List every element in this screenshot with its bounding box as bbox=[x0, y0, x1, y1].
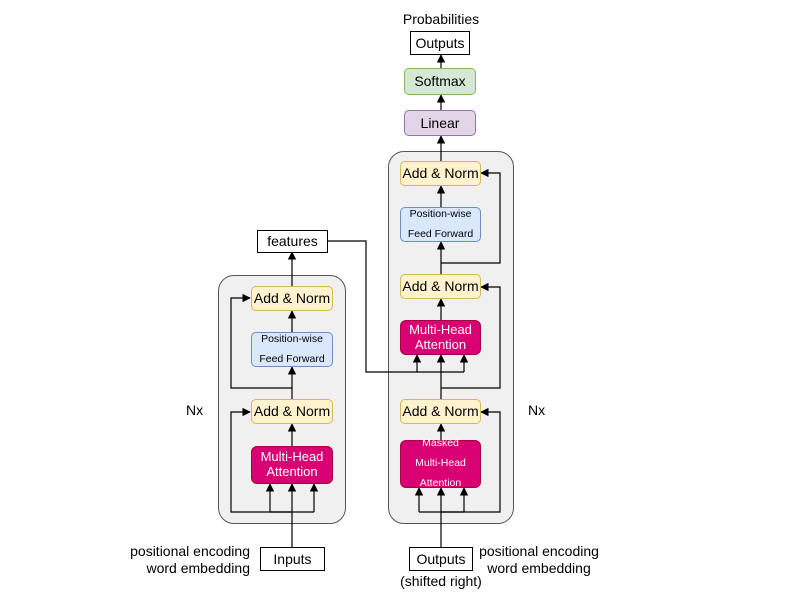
decoder-embedding-label: positional encoding word embedding bbox=[476, 543, 602, 577]
decoder-masked-line3: Attention bbox=[419, 476, 462, 489]
decoder-masked-line2: Multi-Head bbox=[415, 457, 466, 470]
encoder-add-norm-bottom: Add & Norm bbox=[251, 399, 333, 424]
outputs-box-bottom: Outputs bbox=[409, 547, 473, 571]
decoder-add-norm-bottom: Add & Norm bbox=[400, 399, 481, 424]
linear-box: Linear bbox=[404, 110, 476, 136]
dec-residual-2 bbox=[441, 282, 501, 389]
dec-residual-1 bbox=[441, 407, 501, 513]
encoder-multi-head-attention: Multi-Head Attention bbox=[251, 446, 333, 484]
softmax-box: Softmax bbox=[404, 68, 476, 95]
decoder-embed-line2: word embedding bbox=[487, 559, 591, 576]
encoder-feed-forward: Position-wise Feed Forward bbox=[251, 332, 333, 367]
decoder-masked-line1: Masked bbox=[422, 437, 459, 450]
encoder-mha-line2: Attention bbox=[266, 464, 318, 479]
encoder-embed-line2: word embedding bbox=[146, 559, 250, 576]
decoder-nx-label: Nx bbox=[528, 402, 546, 418]
features-box: features bbox=[257, 230, 328, 253]
decoder-embed-line1: positional encoding bbox=[479, 543, 599, 559]
dec-residual-3 bbox=[441, 168, 501, 264]
enc-residual-1 bbox=[230, 407, 292, 513]
decoder-feed-forward: Position-wise Feed Forward bbox=[400, 207, 481, 242]
decoder-ffn-line2: Feed Forward bbox=[407, 227, 474, 240]
decoder-add-norm-top: Add & Norm bbox=[400, 161, 481, 186]
decoder-add-norm-mid: Add & Norm bbox=[400, 274, 481, 299]
encoder-embed-line1: positional encoding bbox=[130, 543, 250, 559]
decoder-multi-head-attention: Multi-Head Attention bbox=[400, 320, 481, 355]
encoder-add-norm-top: Add & Norm bbox=[251, 286, 333, 311]
encoder-nx-label: Nx bbox=[186, 402, 204, 418]
enc-residual-2 bbox=[230, 293, 292, 389]
decoder-mha-line2: Attention bbox=[414, 336, 467, 352]
decoder-masked-multi-head-attention: Masked Multi-Head Attention bbox=[400, 437, 481, 489]
decoder-mha-line1: Multi-Head bbox=[409, 321, 472, 337]
features-to-decoder bbox=[328, 240, 464, 373]
shifted-right-label: (shifted right) bbox=[400, 573, 482, 589]
encoder-ffn-line1: Position-wise bbox=[261, 332, 323, 345]
decoder-ffn-line1: Position-wise bbox=[409, 207, 472, 220]
outputs-box-top: Outputs bbox=[410, 31, 470, 55]
encoder-ffn-line2: Feed Forward bbox=[259, 352, 325, 365]
probabilities-label: Probabilities bbox=[402, 11, 480, 27]
inputs-box: Inputs bbox=[260, 547, 325, 571]
encoder-mha-line1: Multi-Head bbox=[260, 449, 324, 465]
encoder-embedding-label: positional encoding word embedding bbox=[110, 543, 250, 577]
